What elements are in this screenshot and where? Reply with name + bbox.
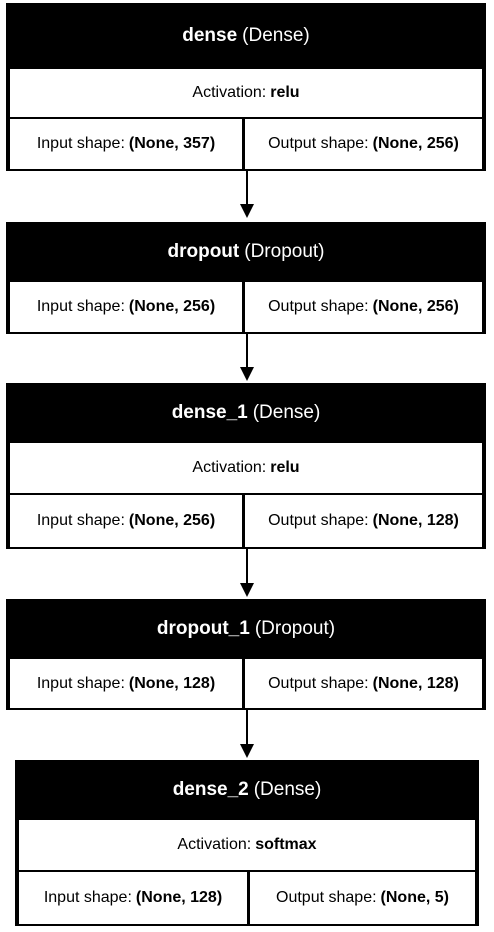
output-shape-value: (None, 256) <box>372 135 459 152</box>
input-shape-label: Input shape: <box>36 512 125 529</box>
output-shape-cell: Output shape: (None, 128) <box>245 495 482 547</box>
activation-label: Activation: <box>192 84 267 101</box>
input-shape-cell: Input shape: (None, 256) <box>10 282 242 332</box>
layer-name: dense <box>182 25 238 46</box>
input-shape-cell: Input shape: (None, 357) <box>10 119 242 169</box>
layer-header: dropout_1 (Dropout) <box>8 601 484 657</box>
output-shape-label: Output shape: <box>268 298 369 315</box>
input-shape-label: Input shape: <box>36 674 125 692</box>
output-shape-value: (None, 5) <box>380 889 449 906</box>
output-shape-cell: Output shape: (None, 256) <box>245 119 482 169</box>
activation-label: Activation: <box>192 459 267 476</box>
input-shape-value: (None, 128) <box>135 889 223 906</box>
input-shape-label: Input shape: <box>36 298 125 315</box>
activation-cell: Activation: relu <box>10 69 482 117</box>
layer-dense: dense (Dense) Activation: relu Input sha… <box>6 3 486 171</box>
output-shape-cell: Output shape: (None, 128) <box>245 659 482 708</box>
layer-type: (Dropout) <box>254 618 336 639</box>
activation-value: softmax <box>255 836 317 853</box>
layer-name: dense_1 <box>171 402 248 423</box>
layer-type: (Dense) <box>252 402 321 423</box>
output-shape-label: Output shape: <box>276 889 377 906</box>
layer-header: dense_2 (Dense) <box>17 762 477 818</box>
layer-type: (Dropout) <box>244 241 325 262</box>
output-shape-value: (None, 128) <box>372 674 459 692</box>
activation-cell: Activation: softmax <box>19 820 475 870</box>
activation-value: relu <box>270 459 300 476</box>
output-shape-value: (None, 256) <box>372 298 459 315</box>
flow-arrow <box>240 334 254 381</box>
input-shape-cell: Input shape: (None, 256) <box>10 495 242 547</box>
layer-type: (Dense) <box>253 779 322 800</box>
layer-name: dropout <box>167 241 240 262</box>
activation-value: relu <box>270 84 300 101</box>
output-shape-cell: Output shape: (None, 5) <box>250 872 475 924</box>
input-shape-cell: Input shape: (None, 128) <box>10 659 242 708</box>
layer-header: dense_1 (Dense) <box>8 385 484 441</box>
layer-header: dense (Dense) <box>8 5 484 67</box>
layer-dropout: dropout (Dropout) Input shape: (None, 25… <box>6 222 486 334</box>
input-shape-label: Input shape: <box>36 135 125 152</box>
input-shape-value: (None, 357) <box>128 135 216 152</box>
layer-name: dropout_1 <box>156 618 250 639</box>
input-shape-value: (None, 256) <box>128 298 216 315</box>
activation-label: Activation: <box>177 836 252 853</box>
input-shape-label: Input shape: <box>43 889 132 906</box>
layer-type: (Dense) <box>242 25 310 46</box>
output-shape-label: Output shape: <box>268 674 369 692</box>
output-shape-label: Output shape: <box>268 135 369 152</box>
flow-arrow <box>240 710 254 758</box>
layer-header: dropout (Dropout) <box>8 224 484 280</box>
layer-dense-1: dense_1 (Dense) Activation: relu Input s… <box>6 383 486 549</box>
input-shape-value: (None, 128) <box>128 674 216 692</box>
output-shape-value: (None, 128) <box>372 512 459 529</box>
output-shape-cell: Output shape: (None, 256) <box>245 282 482 332</box>
layer-dense-2: dense_2 (Dense) Activation: softmax Inpu… <box>15 760 479 926</box>
flow-arrow <box>240 171 254 218</box>
activation-cell: Activation: relu <box>10 443 482 493</box>
layer-name: dense_2 <box>172 779 249 800</box>
layer-dropout-1: dropout_1 (Dropout) Input shape: (None, … <box>6 599 486 710</box>
input-shape-cell: Input shape: (None, 128) <box>19 872 247 924</box>
output-shape-label: Output shape: <box>268 512 369 529</box>
input-shape-value: (None, 256) <box>128 512 216 529</box>
flow-arrow <box>240 549 254 597</box>
